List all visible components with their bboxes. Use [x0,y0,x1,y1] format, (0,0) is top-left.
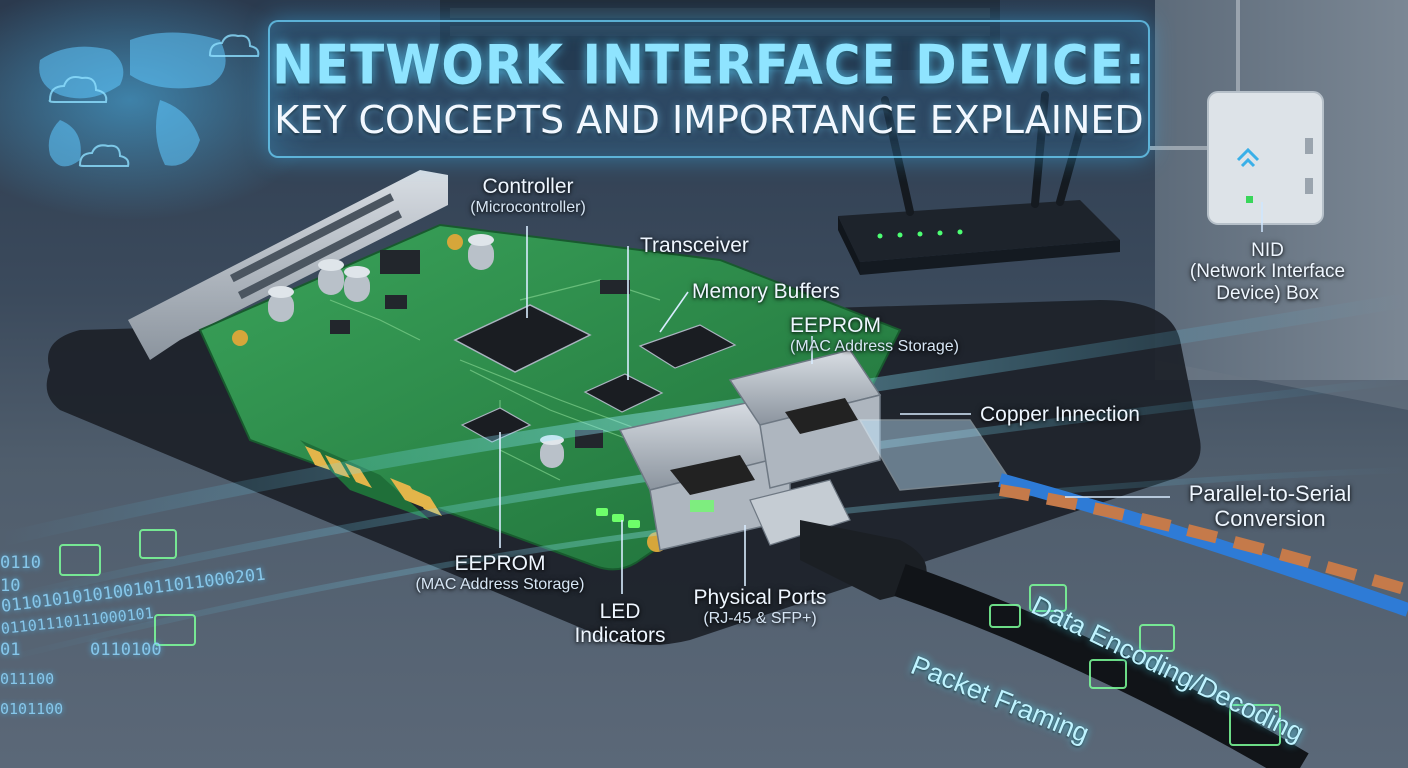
label-nid-line3: Device) Box [1216,282,1319,304]
eeprom-chip [460,407,532,443]
label-copper-main: Copper Innection [980,403,1140,426]
mounting-bracket [128,170,448,360]
label-controller-main: Controller [482,175,574,198]
binary-line: 0101100 [0,700,64,718]
title-panel: NETWORK INTERFACE DEVICE: KEY CONCEPTS A… [268,20,1150,158]
transceiver-chip [583,373,664,413]
label-nid-line1: NID [1251,240,1284,261]
label-memory-buffers: Memory Buffers [692,280,882,304]
label-eeprom-top-sub: (MAC Address Storage) [790,337,959,355]
copper-cable [999,484,1408,596]
nid-led [1246,196,1253,203]
label-copper: Copper Innection [980,403,1170,427]
label-ports: Physical Ports (RJ-45 & SFP+) [680,586,840,627]
label-led-line1: LED [599,600,641,623]
memory-chip [638,324,737,369]
router-leds [877,229,963,239]
label-memory-buffers-main: Memory Buffers [692,280,840,303]
label-eeprom-top-main: EEPROM [790,314,882,337]
binary-line: 0110100 [90,640,162,660]
binary-line: 10 [0,576,21,596]
label-ports-sub: (RJ-45 & SFP+) [703,609,817,627]
label-eeprom-top: EEPROM (MAC Address Storage) [790,314,1030,355]
label-transceiver-main: Transceiver [640,234,749,257]
bracket-vents [229,193,403,300]
label-parallel-serial-line1: Parallel-to-Serial [1188,481,1352,506]
ethernet-plug [858,419,1408,617]
led-indicators [596,508,640,528]
label-controller-sub: (Microcontroller) [470,198,586,216]
label-nid: NID (Network Interface Device) Box [1175,240,1360,304]
binary-line: 0110 [0,553,41,573]
label-parallel-serial: Parallel-to-Serial Conversion [1170,481,1370,531]
nid-box [1150,0,1324,232]
data-packets [59,529,1281,746]
binary-line: 011100 [0,670,55,688]
wifi-icon [1236,147,1260,168]
label-led-line2: Indicators [574,623,666,647]
binary-line: 01 [0,640,21,660]
label-ports-main: Physical Ports [693,586,827,609]
label-transceiver: Transceiver [640,234,780,258]
controller-chip [453,304,592,373]
label-controller: Controller (Microcontroller) [438,175,618,216]
blue-cable [998,473,1408,617]
title-line-1: NETWORK INTERFACE DEVICE: [272,33,1146,97]
router [838,91,1120,275]
label-led: LED Indicators [560,600,680,647]
cloud-icons [48,34,260,167]
label-nid-line2: (Network Interface [1189,261,1346,283]
label-eeprom-bottom: EEPROM (MAC Address Storage) [400,552,600,593]
title-line-2: KEY CONCEPTS AND IMPORTANCE EXPLAINED [274,98,1144,142]
data-beam [0,293,1408,547]
rj45-port-back [728,349,882,489]
world-map-dots [39,32,226,167]
label-parallel-serial-line2: Conversion [1214,505,1326,531]
label-eeprom-bottom-main: EEPROM [454,552,546,575]
mount-hole [232,330,248,346]
leader-lines [499,226,1170,594]
sfp-cable [749,479,1309,768]
label-eeprom-bottom-sub: (MAC Address Storage) [415,575,585,593]
